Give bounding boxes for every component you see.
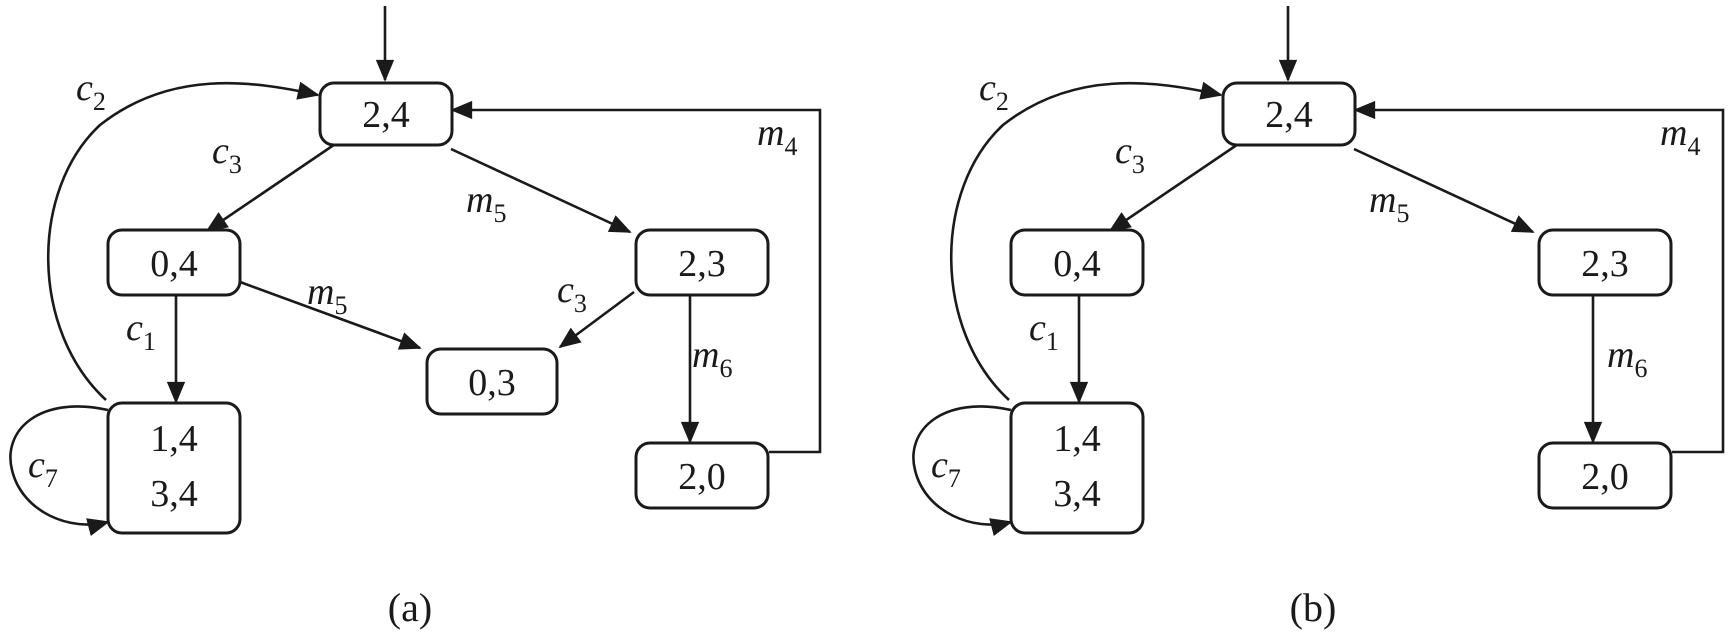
edge-label-m5: m5 [1369,179,1409,228]
state-node-20-a: 2,0 [634,441,770,510]
state-label: 1,4 [150,418,198,460]
state-node-14-34-b: 1,4 3,4 [1009,401,1145,535]
state-node-23-a: 2,3 [634,228,770,297]
edge-label-c1: c1 [1029,307,1059,356]
edge-c7-loop-b [912,405,1013,536]
edge-m4-20-24-a [450,100,822,454]
edge-label-m5: m5 [307,271,347,320]
state-node-23-b: 2,3 [1537,228,1673,297]
edge-c7-loop-a [9,405,110,536]
state-label: 2,0 [678,456,726,498]
edge-label-m6: m6 [692,334,732,383]
state-node-04-b: 0,4 [1009,228,1145,297]
edge-label-c7: c7 [28,444,58,493]
edge-label-c3: c3 [557,269,587,318]
state-node-03-a: 0,3 [425,347,559,416]
edge-c3-24-04-b [1108,132,1254,233]
edge-m4-20-24-b [1353,100,1725,454]
edge-c3-24-04-a [205,132,351,233]
edge-label-c7: c7 [931,444,961,493]
state-label: 2,3 [1581,243,1629,285]
edge-label-c3: c3 [1115,130,1145,179]
diagram-b: 2,4 0,4 2,3 1,4 3,4 2,0 c2 c3 m5 m4 c1 m… [912,6,1725,630]
state-label: 0,3 [468,362,516,404]
edge-label-c1: c1 [126,307,156,356]
state-node-04-a: 0,4 [106,228,242,297]
edge-label-m6: m6 [1607,334,1647,383]
edge-label-c3: c3 [212,130,242,179]
state-label: 3,4 [1053,473,1101,515]
state-label: 1,4 [1053,418,1101,460]
edge-label-c2: c2 [76,67,106,116]
edge-c2-14-24-a [46,81,320,401]
edge-label-m4: m4 [1660,112,1700,161]
edge-c3-23-03-a [558,290,635,349]
edge-label-m5: m5 [466,179,506,228]
state-node-24-b: 2,4 [1221,81,1357,147]
edge-m5-24-23-b [1353,147,1535,234]
state-node-24-a: 2,4 [318,81,454,147]
state-label: 0,4 [1053,243,1101,285]
state-label: 2,4 [362,94,410,136]
state-node-20-b: 2,0 [1537,441,1673,510]
caption-a: (a) [388,585,432,630]
edge-label-m4: m4 [757,112,797,161]
edge-label-c2: c2 [979,67,1009,116]
state-label: 2,3 [678,243,726,285]
caption-b: (b) [1290,585,1337,630]
edge-c2-14-24-b [949,81,1223,401]
diagram-a: 2,4 0,4 2,3 0,3 1,4 3,4 2,0 c2 c3 m5 m4 … [9,6,822,630]
state-label: 0,4 [150,243,198,285]
edge-m5-24-23-a [450,147,632,234]
state-label: 2,0 [1581,456,1629,498]
state-label: 3,4 [150,473,198,515]
state-node-14-34-a: 1,4 3,4 [106,401,242,535]
edge-m5-04-03-a [239,280,422,350]
state-label: 2,4 [1265,94,1313,136]
